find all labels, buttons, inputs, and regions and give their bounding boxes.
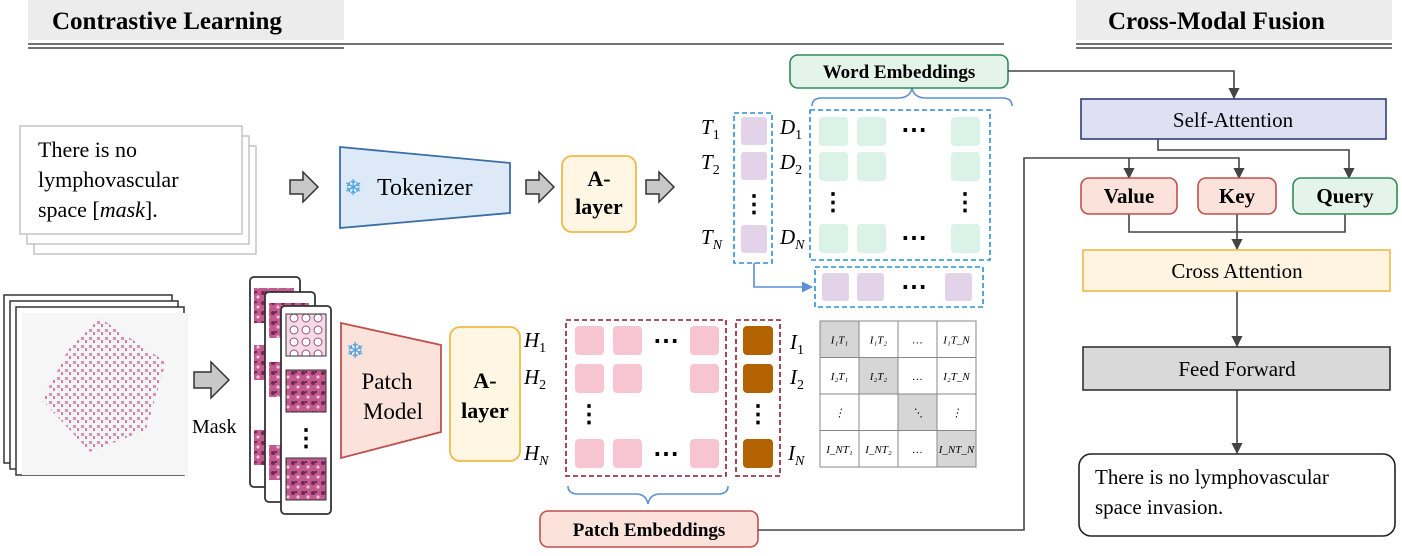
matrix-cell-label: I_NT₁ <box>825 444 853 456</box>
matrix-cell <box>858 357 899 395</box>
matrix-cell <box>858 320 899 358</box>
matrix-cell-label: I_NT₂ <box>864 444 892 456</box>
svg-text:Cross Attention: Cross Attention <box>1171 259 1303 283</box>
text-input-line2: lymphovascular <box>38 167 179 192</box>
matrix-cell-label: ⋮ <box>951 407 962 419</box>
matrix-cell-label: … <box>913 444 923 456</box>
matrix-cell-label: I₂T₂ <box>869 371 888 383</box>
t2-label: T2 <box>701 150 720 178</box>
svg-text:space invasion.: space invasion. <box>1095 495 1223 519</box>
svg-text:⋮: ⋮ <box>577 402 601 428</box>
cross-attention-box <box>1082 249 1391 292</box>
snowflake-icon: ❄ <box>344 175 362 200</box>
t1-label: T1 <box>701 115 720 143</box>
svg-text:layer: layer <box>461 398 509 423</box>
svg-text:A-: A- <box>587 166 610 191</box>
feed-forward-box <box>1082 346 1391 391</box>
mask-label: Mask <box>192 416 236 438</box>
contrastive-title: Contrastive Learning <box>52 8 282 35</box>
snowflake-icon: ❄ <box>346 338 364 363</box>
fusion-header: Cross-Modal Fusion <box>1076 0 1392 49</box>
matrix-cell-label: I₁T₂ <box>869 334 888 346</box>
svg-text:⋯: ⋯ <box>653 326 679 355</box>
matrix-cell <box>936 393 977 431</box>
svg-text:Value: Value <box>1104 184 1155 208</box>
svg-text:⋮: ⋮ <box>821 190 845 216</box>
svg-text:⋯: ⋯ <box>653 439 679 468</box>
block-arrows <box>193 170 676 400</box>
d1-label: D1 <box>779 115 802 143</box>
text-embedding-grid: ⋮ T1 T2 TN D1 D2 DN ⋯ ⋯ ⋮ ⋮ ⋯ <box>701 87 1013 308</box>
contrastive-header: Contrastive Learning <box>28 0 1004 49</box>
svg-text:IN: IN <box>787 441 805 469</box>
svg-text:Patch: Patch <box>361 369 413 394</box>
matrix-cell <box>897 430 938 468</box>
matrix-cell <box>819 393 860 431</box>
similarity-matrix: I₁T₁ I₁T₂ … I₁T_N I₂T₁ I₂T₂ … I₂T_N ⋮ ⋱ ⋮ I_NT₁ I_NT… <box>819 320 977 468</box>
svg-text:⋮: ⋮ <box>953 190 977 216</box>
text-input-line1: There is no <box>38 137 137 162</box>
query-box <box>1292 177 1398 215</box>
fusion-title: Cross-Modal Fusion <box>1108 8 1325 35</box>
matrix-cell-label: ⋱ <box>912 407 923 419</box>
svg-text:⋯: ⋯ <box>901 223 927 252</box>
svg-text:H2: H2 <box>523 365 546 393</box>
text-input-stack: There is no lymphovascular space [mask]. <box>19 125 257 255</box>
tokenizer-label: Tokenizer <box>377 175 473 201</box>
patch-embeddings-pill: Patch Embeddings <box>539 510 759 548</box>
svg-text:HN: HN <box>523 441 549 469</box>
image-embedding-grid: H1 H2 HN ⋯ ⋯ ⋮ ⋮ I1 I2 IN <box>523 319 805 505</box>
patch-model-block: ❄ Patch Model <box>340 321 442 460</box>
svg-text:I1: I1 <box>789 330 804 358</box>
value-box <box>1080 177 1178 215</box>
matrix-cell-label: … <box>913 371 923 383</box>
svg-text:Key: Key <box>1219 184 1256 208</box>
d2-label: D2 <box>779 150 802 178</box>
tn-label: TN <box>701 225 723 253</box>
svg-text:Model: Model <box>363 399 423 424</box>
matrix-cell-label: ⋮ <box>834 407 845 419</box>
matrix-cell <box>819 320 860 358</box>
svg-text:Feed Forward: Feed Forward <box>1178 357 1296 381</box>
svg-text:⋮: ⋮ <box>742 192 766 218</box>
svg-text:Self-Attention: Self-Attention <box>1173 108 1294 132</box>
patch-embeddings-label: Patch Embeddings <box>573 520 726 541</box>
fusion-column: Self-Attention Value Key Query Cross Att… <box>758 70 1398 537</box>
text-input-line3: space [mask]. <box>38 197 158 222</box>
word-embeddings-label: Word Embeddings <box>823 62 976 83</box>
matrix-cell-label: … <box>913 334 923 346</box>
svg-text:Query: Query <box>1316 184 1374 208</box>
matrix-cell-label: I₁T₁ <box>830 334 849 346</box>
svg-text:⋮: ⋮ <box>746 402 770 428</box>
matrix-cell-label: I₂T_N <box>942 371 970 383</box>
svg-text:A-: A- <box>473 368 496 393</box>
svg-text:⋯: ⋯ <box>901 272 927 301</box>
svg-text:layer: layer <box>575 194 623 219</box>
a-layer-top: A- layer <box>561 155 637 233</box>
output-text-box <box>1078 453 1396 537</box>
tokenizer-block: ❄ Tokenizer <box>339 146 511 229</box>
key-box <box>1197 177 1277 215</box>
self-attention-box <box>1080 98 1387 140</box>
matrix-cell <box>936 430 977 468</box>
wsi-stack <box>3 294 188 476</box>
svg-text:There is no lymphovascular: There is no lymphovascular <box>1095 465 1329 489</box>
matrix-cell-label: I₁T_N <box>942 334 970 346</box>
a-layer-bottom: A- layer <box>449 326 521 462</box>
matrix-cell-label: I₂T₁ <box>830 371 849 383</box>
word-embeddings-pill: Word Embeddings <box>789 54 1009 89</box>
matrix-cell <box>819 357 860 395</box>
svg-text:H1: H1 <box>523 328 546 356</box>
matrix-cell <box>897 393 938 431</box>
svg-text:I2: I2 <box>789 365 804 393</box>
svg-text:⋯: ⋯ <box>901 115 927 144</box>
dn-label: DN <box>779 225 805 253</box>
svg-text:⋮: ⋮ <box>294 426 318 452</box>
matrix-cell <box>858 393 899 431</box>
patch-stack: ⋮ <box>249 276 332 515</box>
matrix-cell-label: I_NT_N <box>938 444 975 456</box>
